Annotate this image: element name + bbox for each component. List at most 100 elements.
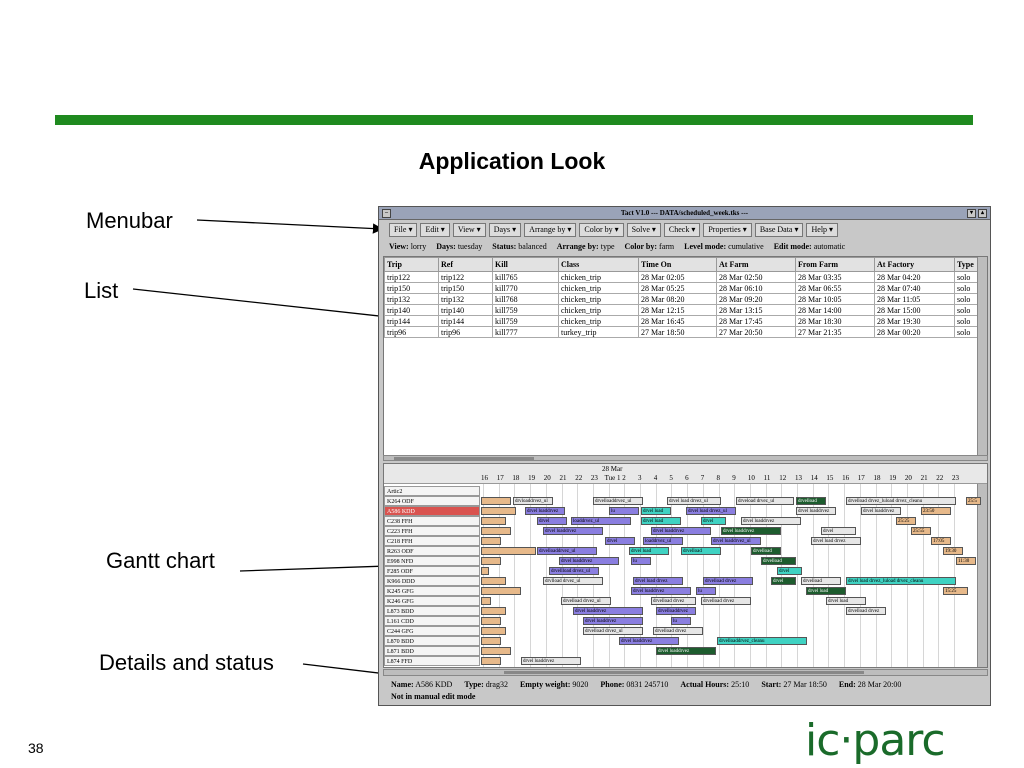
gantt-task-bar[interactable]: drvel bbox=[777, 567, 802, 575]
menu-days[interactable]: Days ▾ bbox=[488, 223, 522, 237]
gantt-resource-k246-gfg[interactable]: K246 GFG bbox=[384, 596, 480, 606]
gantt-task-bar[interactable]: drvel loaddrvez bbox=[521, 657, 581, 665]
gantt-task-bar[interactable]: lu bbox=[631, 557, 651, 565]
window-menu-icon[interactable]: – bbox=[382, 209, 391, 218]
gantt-task-bar[interactable]: drvel load drvez_luload drvez_cleanu bbox=[846, 577, 956, 585]
gantt-resource-c218-ffh[interactable]: C218 FFH bbox=[384, 536, 480, 546]
gantt-task-bar[interactable]: 11:30 bbox=[956, 557, 976, 565]
gantt-horizontal-scrollbar[interactable] bbox=[383, 669, 988, 676]
gantt-resource-f285-odf[interactable]: F285 ODF bbox=[384, 566, 480, 576]
gantt-task-bar[interactable]: drvel bbox=[701, 517, 726, 525]
gantt-task-bar[interactable]: drvel loaddrvez bbox=[525, 507, 565, 515]
column-header-class[interactable]: Class bbox=[558, 257, 639, 272]
gantt-task-bar[interactable] bbox=[481, 557, 501, 565]
gantt-task-bar[interactable]: 15:25 bbox=[943, 587, 968, 595]
gantt-task-bar[interactable] bbox=[481, 637, 501, 645]
gantt-resource-l873-bdd[interactable]: L873 BDD bbox=[384, 606, 480, 616]
gantt-task-bar[interactable]: drvelload drvez bbox=[703, 577, 753, 585]
gantt-task-bar[interactable]: 25:5 bbox=[966, 497, 981, 505]
gantt-task-bar[interactable]: drvelload drvez bbox=[846, 607, 886, 615]
gantt-resource-k264-odf[interactable]: K264 ODF bbox=[384, 496, 480, 506]
gantt-resource-r263-odf[interactable]: R263 ODF bbox=[384, 546, 480, 556]
menu-solve[interactable]: Solve ▾ bbox=[626, 223, 661, 237]
list-vertical-scrollbar[interactable] bbox=[977, 257, 987, 455]
list-horizontal-scrollbar[interactable] bbox=[383, 455, 988, 461]
menu-file[interactable]: File ▾ bbox=[389, 223, 418, 237]
gantt-task-bar[interactable]: drvel bbox=[821, 527, 856, 535]
gantt-task-bar[interactable]: drvel loaddrvez bbox=[559, 557, 619, 565]
menu-properties[interactable]: Properties ▾ bbox=[703, 223, 752, 237]
menu-view[interactable]: View ▾ bbox=[452, 223, 486, 237]
gantt-task-bar[interactable]: drvelload drvez_luload drvez_cleanu bbox=[846, 497, 956, 505]
gantt-task-bar[interactable]: drvelload bbox=[801, 577, 841, 585]
gantt-task-bar[interactable]: drvelloaddrvez bbox=[656, 607, 696, 615]
gantt-resource-a586-kdd[interactable]: A586 KDD bbox=[384, 506, 480, 516]
column-header-kill[interactable]: Kill bbox=[492, 257, 559, 272]
menu-help[interactable]: Help ▾ bbox=[806, 223, 839, 237]
gantt-task-bar[interactable] bbox=[481, 647, 511, 655]
gantt-task-bar[interactable]: drvelloaddrvez_ul bbox=[537, 547, 597, 555]
gantt-task-bar[interactable]: 25:55 bbox=[911, 527, 931, 535]
maximize-icon[interactable]: ▴ bbox=[978, 209, 987, 218]
menu-edit[interactable]: Edit ▾ bbox=[420, 223, 450, 237]
gantt-task-bar[interactable] bbox=[481, 547, 536, 555]
scroll-thumb[interactable] bbox=[394, 457, 534, 460]
gantt-task-bar[interactable] bbox=[481, 567, 489, 575]
gantt-task-bar[interactable]: drvel loaddrvez bbox=[631, 587, 691, 595]
minimize-icon[interactable]: ▾ bbox=[967, 209, 976, 218]
gantt-task-bar[interactable] bbox=[481, 617, 501, 625]
gantt-task-bar[interactable] bbox=[481, 587, 521, 595]
column-header-type[interactable]: Type bbox=[954, 257, 979, 272]
gantt-task-bar[interactable]: drvel bbox=[771, 577, 796, 585]
gantt-task-bar[interactable]: drvel load drvez bbox=[633, 577, 683, 585]
gantt-task-bar[interactable]: drvel loaddrvez bbox=[721, 527, 781, 535]
gantt-task-bar[interactable]: drvel loaddrvez bbox=[651, 527, 711, 535]
column-header-time-on[interactable]: Time On bbox=[638, 257, 717, 272]
gantt-task-bar[interactable]: drvel loaddrvez bbox=[656, 647, 716, 655]
gantt-task-bar[interactable]: drvellload drvez_ul bbox=[549, 567, 599, 575]
gantt-task-bar[interactable]: drvel load bbox=[826, 597, 866, 605]
gantt-task-bar[interactable]: drvloaddrvez_ul bbox=[513, 497, 553, 505]
gantt-resource-artic2[interactable]: Artic2 bbox=[384, 486, 480, 496]
gantt-task-bar[interactable]: lu bbox=[609, 507, 639, 515]
gantt-task-bar[interactable]: loaddrvez_ul bbox=[571, 517, 631, 525]
column-header-at-factory[interactable]: At Factory bbox=[874, 257, 955, 272]
menu-colorby[interactable]: Color by ▾ bbox=[579, 223, 624, 237]
gantt-task-bar[interactable]: drvel load drvez bbox=[811, 537, 861, 545]
gantt-task-bar[interactable] bbox=[481, 607, 506, 615]
gantt-resource-k966-ddd[interactable]: K966 DDD bbox=[384, 576, 480, 586]
gantt-task-bar[interactable]: drvelloaddrvez_cleanu bbox=[717, 637, 807, 645]
gantt-task-bar[interactable] bbox=[481, 497, 511, 505]
gantt-task-bar[interactable]: lu bbox=[696, 587, 716, 595]
gantt-task-bar[interactable] bbox=[481, 537, 501, 545]
gantt-task-bar[interactable]: 19:30 bbox=[943, 547, 963, 555]
column-header-at-farm[interactable]: At Farm bbox=[716, 257, 796, 272]
gantt-resource-l871-bdd[interactable]: L871 BDD bbox=[384, 646, 480, 656]
gantt-task-bar[interactable]: 17:05 bbox=[931, 537, 951, 545]
gantt-resource-c244-gfg[interactable]: C244 GFG bbox=[384, 626, 480, 636]
gantt-resource-l161-cdd[interactable]: L161 CDD bbox=[384, 616, 480, 626]
gantt-resource-c238-ffh[interactable]: C238 FFH bbox=[384, 516, 480, 526]
gantt-task-bar[interactable]: drvelload bbox=[796, 497, 826, 505]
gantt-task-bar[interactable]: loaddrvez_ul bbox=[643, 537, 683, 545]
gantt-task-bar[interactable] bbox=[481, 517, 506, 525]
menu-arrangeby[interactable]: Arrange by ▾ bbox=[524, 223, 577, 237]
gantt-task-bar[interactable]: drvlload drvez_ul bbox=[543, 577, 603, 585]
gantt-resource-l870-bdd[interactable]: L870 BDD bbox=[384, 636, 480, 646]
gantt-task-bar[interactable]: drvel bbox=[605, 537, 635, 545]
gantt-task-bar[interactable]: drvelload drvez bbox=[651, 597, 696, 605]
gantt-task-bar[interactable]: 23:50 bbox=[921, 507, 951, 515]
gantt-task-bar[interactable]: 25:25 bbox=[896, 517, 916, 525]
column-header-trip[interactable]: Trip bbox=[384, 257, 439, 272]
gantt-resource-c223-ffh[interactable]: C223 FFH bbox=[384, 526, 480, 536]
gantt-task-bar[interactable]: drvelload drvez bbox=[701, 597, 751, 605]
gantt-vertical-scrollbar[interactable] bbox=[977, 484, 987, 667]
gantt-task-bar[interactable]: drvel loaddrvez bbox=[861, 507, 901, 515]
window-titlebar[interactable]: – Tact V1.0 --- DATA/scheduled_week.tks … bbox=[379, 207, 990, 220]
gantt-task-bar[interactable]: drvel load bbox=[641, 507, 671, 515]
gantt-task-bar[interactable] bbox=[481, 627, 506, 635]
menu-basedata[interactable]: Base Data ▾ bbox=[754, 223, 804, 237]
